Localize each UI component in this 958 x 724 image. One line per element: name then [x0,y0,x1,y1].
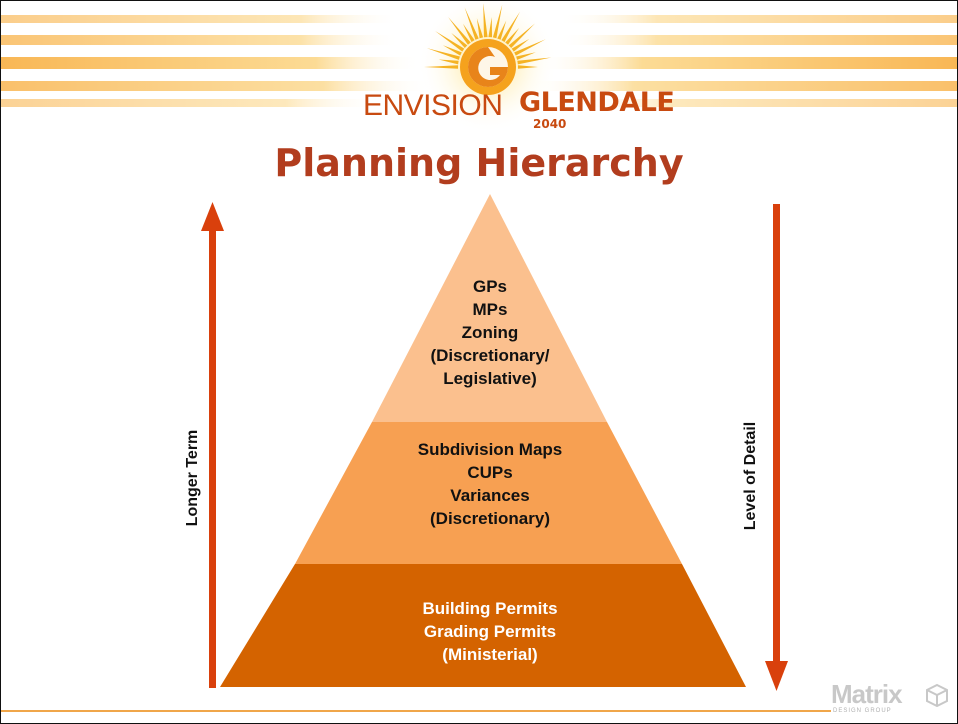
sun-ray [476,18,484,39]
sun-ray [514,39,546,56]
tier-middle-line: CUPs [467,463,513,482]
sun-ray [424,65,459,69]
tier-top-line: GPs [472,277,508,296]
tier-bottom-line: (Ministerial) [442,645,538,664]
tier-top-line: Zoning [461,323,519,342]
right-axis-label: Level of Detail [742,421,759,531]
matrix-logo: Matrix DESIGN GROUP [831,679,955,719]
sun-ray [497,20,507,40]
tier-top-text: GPs MPs Zoning (Discretionary/ Legislati… [390,275,590,390]
header-band-left [1,15,431,107]
tier-bottom-line: Building Permits [422,599,558,618]
tier-middle-line: (Discretionary) [430,509,550,528]
tier-middle-line: Variances [450,486,530,505]
sun-ray [488,17,493,38]
sun-ray [451,32,468,48]
sun-ray [511,38,530,52]
sun-ray [501,11,520,42]
sun-ray [442,45,462,56]
sun-ray [517,65,538,69]
header-sunburst [1,1,957,141]
tier-top-line: (Discretionary/ [430,346,550,365]
tier-bottom-text: Building Permits Grading Permits (Minist… [390,597,590,666]
sun-ray [463,23,475,42]
matrix-logo-text: Matrix [831,679,903,709]
pyramid-tier-bottom [220,564,746,687]
sun-ray [492,4,503,39]
sun-ray [505,27,520,45]
matrix-cube-icon [926,683,948,707]
sun-ray [516,52,536,60]
left-arrow-up [201,202,224,688]
sun-ray [508,23,535,48]
logo-glendale-text: GLENDALE [519,87,675,118]
pyramid-tier-top [372,194,607,422]
sun-ray [438,59,459,65]
left-axis-label: Longer Term [184,429,201,527]
sun-ray [483,3,488,38]
logo-year-text: 2040 [533,117,567,131]
tier-middle-text: Subdivision Maps CUPs Variances (Discret… [390,438,590,530]
page-title: Planning Hierarchy [274,141,684,185]
sun-ray [448,16,471,45]
sun-icon [418,1,558,133]
logo-envision-text: ENVISION [363,89,503,122]
footer-rule [1,710,831,712]
tier-middle-line: Subdivision Maps [417,440,563,459]
sun-ray [435,30,465,52]
tier-top-line: Legislative) [443,369,537,388]
pyramid-tier-middle [295,422,682,564]
sun-ray [464,7,479,40]
right-arrow-down [765,204,788,691]
matrix-logo-subtext: DESIGN GROUP [833,708,892,714]
tier-top-line: MPs [472,300,508,319]
tier-bottom-line: Grading Permits [423,622,557,641]
header-band-right [527,15,957,107]
sun-ray [426,48,460,60]
sun-ray [517,57,552,65]
